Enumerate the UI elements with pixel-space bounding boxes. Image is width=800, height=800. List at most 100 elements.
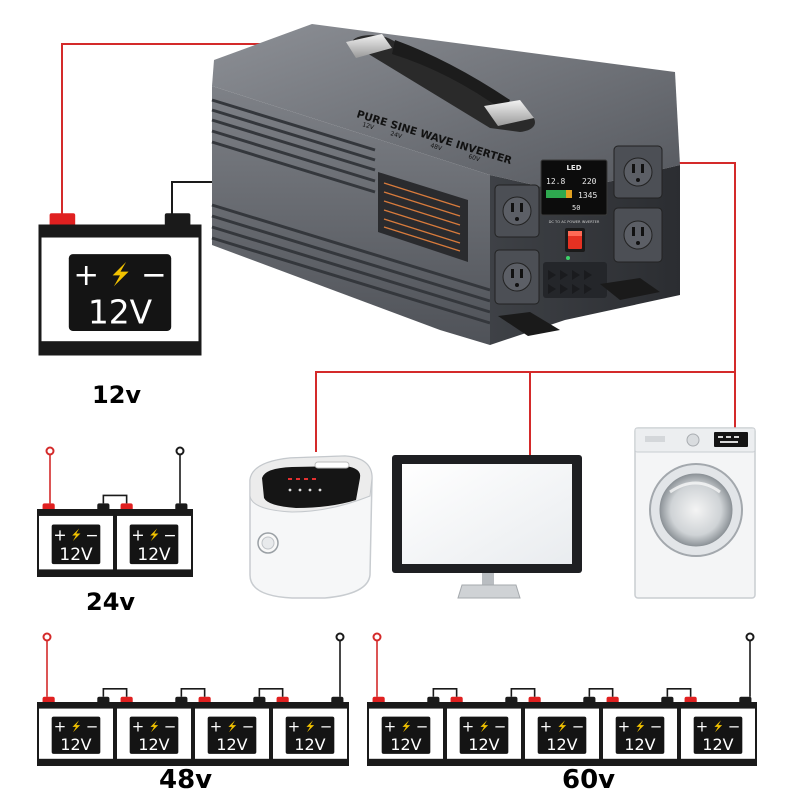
battery-top-band: [38, 510, 114, 516]
lightning-bolt-icon: [402, 720, 411, 733]
ac-outlet[interactable]: [613, 207, 663, 263]
led-reading-power: 1345: [578, 191, 597, 200]
lightning-bolt-icon: [306, 720, 315, 733]
battery-top-band: [40, 226, 200, 238]
battery-12v: +−12V: [115, 696, 193, 766]
config-label-12v: 12v: [92, 381, 142, 409]
battery-voltage-text: 12V: [138, 735, 169, 754]
battery-top-band: [602, 703, 678, 709]
battery-12v: +−12V: [193, 696, 271, 766]
spec-panel-lines: [383, 182, 461, 252]
lightning-bolt-icon: [72, 528, 81, 542]
battery-top-band: [446, 703, 522, 709]
lightning-bolt-icon: [72, 720, 81, 733]
battery-voltage-text: 12V: [60, 735, 91, 754]
battery-bottom-band: [680, 758, 756, 765]
minus-sign: −: [86, 719, 98, 736]
computer-monitor: [392, 455, 582, 599]
negative-lead-icon: [745, 632, 755, 642]
battery-12v: +−12V: [523, 696, 601, 766]
washer-dial-icon[interactable]: [686, 433, 700, 447]
ac-outlet[interactable]: [494, 184, 540, 238]
plus-sign: +: [132, 719, 144, 736]
battery-bottom-band: [194, 758, 270, 765]
battery-bottom-band: [524, 758, 600, 765]
wire-ac-output: [672, 162, 736, 430]
washing-machine: [634, 427, 756, 599]
washer-display: [714, 432, 748, 447]
plus-sign: +: [53, 525, 66, 544]
series-link: [102, 494, 128, 504]
battery-label-panel: [693, 716, 743, 754]
lightning-bolt-icon: [112, 261, 129, 287]
battery-12v: +−12V: [271, 696, 349, 766]
wire-positive-12v: [61, 43, 315, 214]
plus-sign: +: [462, 719, 474, 736]
led-display: LED 12.8 220 1345 50: [540, 159, 608, 216]
lightning-bolt-icon: [480, 720, 489, 733]
series-link: [666, 687, 692, 697]
config-label-48v: 48v: [159, 765, 213, 795]
battery-voltage-text: 12V: [468, 735, 499, 754]
inverter-voltage-marks: 12V 24V 48V 60V: [361, 121, 481, 163]
battery-bottom-band: [368, 758, 444, 765]
lightning-bolt-icon: [228, 720, 237, 733]
series-link: [432, 687, 458, 697]
led-reading-frequency: 50: [572, 204, 580, 212]
battery-top-band: [272, 703, 348, 709]
inverter-grooves: [211, 98, 491, 325]
minus-sign: −: [242, 719, 254, 736]
wire-negative-12v: [171, 181, 214, 214]
handle-cap-left: [346, 34, 392, 58]
ac-outlet[interactable]: [613, 145, 663, 199]
series-link: [510, 687, 536, 697]
battery-top-band: [680, 703, 756, 709]
plus-sign: +: [210, 719, 222, 736]
rice-cooker: [249, 455, 373, 599]
config-label-24v: 24v: [86, 588, 136, 616]
battery-voltage-text: 12V: [624, 735, 655, 754]
plus-sign: +: [288, 719, 300, 736]
cooker-control-panel: [262, 466, 361, 508]
monitor-stand: [457, 584, 521, 599]
mounting-foot: [600, 278, 660, 300]
battery-label-panel: [129, 524, 179, 565]
lightning-bolt-icon: [636, 720, 645, 733]
battery-top-band: [116, 703, 192, 709]
battery-12v: +−12V: [38, 213, 202, 356]
battery-label-panel: [285, 716, 335, 754]
voltage-mark: 24V: [389, 130, 403, 140]
lightning-bolt-icon: [150, 720, 159, 733]
battery-12v: +−12V: [445, 696, 523, 766]
minus-sign: −: [650, 719, 662, 736]
battery-top-band: [194, 703, 270, 709]
lightning-bolt-icon: [150, 528, 159, 542]
negative-lead-icon: [175, 446, 185, 456]
plus-sign: +: [384, 719, 396, 736]
battery-label-panel: [207, 716, 257, 754]
power-switch[interactable]: [565, 228, 585, 252]
ac-outlet[interactable]: [494, 249, 540, 305]
minus-sign: −: [728, 719, 740, 736]
battery-top-band: [368, 703, 444, 709]
voltage-mark: 48V: [429, 142, 443, 152]
spec-panel: [378, 172, 468, 262]
plus-sign: +: [73, 258, 99, 293]
negative-lead-icon: [335, 632, 345, 642]
status-led-icon: [566, 256, 570, 260]
wire-ac-bus: [315, 371, 735, 452]
battery-bottom-band: [446, 758, 522, 765]
panel-caption: DC TO AC POWER INVERTER: [549, 220, 600, 224]
voltage-mark: 12V: [361, 121, 375, 131]
battery-voltage-text: 12V: [546, 735, 577, 754]
battery-label-panel: [459, 716, 509, 754]
battery-12v: +−12V: [115, 503, 193, 577]
minus-sign: −: [163, 525, 176, 544]
series-link: [258, 687, 284, 697]
led-reading-input-voltage: 12.8: [546, 177, 565, 186]
carry-handle[interactable]: [346, 34, 535, 132]
plus-sign: +: [131, 525, 144, 544]
positive-lead-icon: [372, 632, 382, 642]
positive-lead-icon: [42, 632, 52, 642]
